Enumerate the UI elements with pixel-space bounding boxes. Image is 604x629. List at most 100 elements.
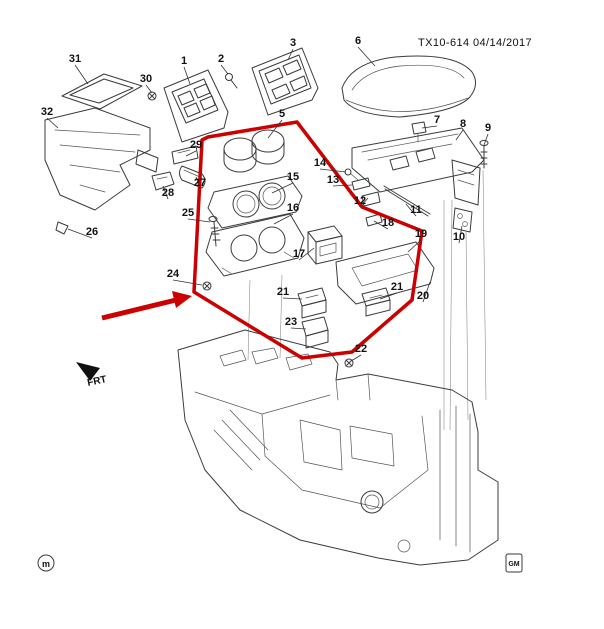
part-23-switch xyxy=(301,316,329,349)
callout-leader-7 xyxy=(421,125,438,129)
callout-leader-17 xyxy=(298,247,315,261)
gm-mark-letters: GM xyxy=(508,561,519,568)
callout-leader-5 xyxy=(267,119,283,139)
callout-leader-32 xyxy=(46,117,59,129)
callout-2: 2 xyxy=(218,53,224,65)
callout-leader-25 xyxy=(187,218,211,223)
callout-28: 28 xyxy=(162,187,174,199)
part-11-rod xyxy=(383,185,431,217)
gm-mark: GM xyxy=(505,553,523,573)
callout-25: 25 xyxy=(182,207,194,219)
part-31-tray-mat xyxy=(61,73,143,110)
highlight-outline xyxy=(192,120,424,360)
callout-leader-27 xyxy=(195,176,201,190)
callout-7: 7 xyxy=(434,114,440,126)
part-10-hinge-bracket xyxy=(452,207,473,233)
callout-leader-22 xyxy=(350,354,362,362)
callout-leader-29 xyxy=(185,150,197,157)
part-21-switch-right xyxy=(361,287,391,317)
callout-leader-31 xyxy=(74,64,89,85)
callout-leader-21 xyxy=(379,292,398,300)
callout-19: 19 xyxy=(415,228,427,240)
part-7-clip xyxy=(411,121,427,143)
callout-6: 6 xyxy=(355,35,361,47)
part-21-switch-left xyxy=(297,287,327,319)
part-30-screw xyxy=(147,91,157,101)
callout-5: 5 xyxy=(279,108,285,120)
callout-3: 3 xyxy=(290,37,296,49)
part-5-cupholder-liner xyxy=(223,129,285,173)
callout-10: 10 xyxy=(453,231,465,243)
callout-leader-8 xyxy=(455,129,464,141)
part-6-armrest-lid xyxy=(341,55,476,118)
callout-17: 17 xyxy=(293,248,305,260)
part-18-latch xyxy=(365,213,383,227)
callout-16: 16 xyxy=(287,202,299,214)
callout-18: 18 xyxy=(382,217,394,229)
callout-9: 9 xyxy=(485,122,491,134)
callout-leader-20 xyxy=(422,281,431,303)
callout-leader-28 xyxy=(162,185,169,200)
highlight-arrow xyxy=(101,291,192,321)
callout-leader-13 xyxy=(332,184,353,187)
manufacturer-mark-letter: m xyxy=(42,559,50,569)
callout-15: 15 xyxy=(287,171,299,183)
callout-21: 21 xyxy=(391,281,403,293)
part-24-bolt xyxy=(202,281,212,291)
part-27-outlet xyxy=(179,165,206,189)
callout-leader-3 xyxy=(287,48,294,61)
callout-leader-6 xyxy=(357,46,376,67)
callout-24: 24 xyxy=(167,268,180,280)
callout-12: 12 xyxy=(354,195,366,207)
callout-leader-14 xyxy=(319,168,347,173)
callout-14: 14 xyxy=(314,157,327,169)
callout-leader-23 xyxy=(290,327,307,330)
callout-leader-10 xyxy=(458,225,463,244)
part-1-switch-panel xyxy=(163,69,229,143)
callout-leader-21 xyxy=(282,297,303,300)
part-8-upper-frame xyxy=(351,127,485,206)
callout-leader-9 xyxy=(483,133,489,146)
callout-23: 23 xyxy=(285,316,297,328)
part-17-switch-block xyxy=(307,225,343,265)
doc-reference: TX10-614 04/14/2017 xyxy=(418,37,532,49)
part-26-clip xyxy=(55,221,69,235)
callout-27: 27 xyxy=(194,177,206,189)
callout-30: 30 xyxy=(140,73,152,85)
callout-leader-30 xyxy=(145,84,153,94)
part-2-bolt xyxy=(225,73,238,89)
console-body xyxy=(177,329,499,566)
callout-21: 21 xyxy=(277,286,289,298)
part-9-screw xyxy=(479,139,489,169)
callout-leader-18 xyxy=(373,220,389,230)
part-28-connector xyxy=(151,171,175,191)
callout-leader-24 xyxy=(172,279,203,286)
callout-11: 11 xyxy=(410,204,422,216)
callout-20: 20 xyxy=(417,290,429,302)
callout-8: 8 xyxy=(460,118,466,130)
part-3-switch-bezel xyxy=(251,47,319,116)
part-14-clip xyxy=(344,168,359,181)
callout-leader-1 xyxy=(183,66,191,85)
frt-indicator: FRT xyxy=(76,362,108,389)
callout-leader-11 xyxy=(405,203,417,217)
frt-label: FRT xyxy=(86,374,107,389)
callout-leader-15 xyxy=(271,182,294,194)
part-15-retainer-plate xyxy=(207,175,303,229)
frt-arrow-icon xyxy=(76,362,100,381)
part-13-bracket xyxy=(351,177,371,191)
callout-leader-16 xyxy=(273,213,294,225)
callout-leader-2 xyxy=(220,64,229,75)
callout-22: 22 xyxy=(355,343,367,355)
callout-leader-12 xyxy=(359,197,369,208)
callout-31: 31 xyxy=(69,53,81,65)
part-32-side-trim xyxy=(44,107,159,211)
callout-32: 32 xyxy=(41,106,53,118)
part-29-bracket xyxy=(171,145,199,165)
part-16-cupholder-housing xyxy=(205,213,305,277)
callout-26: 26 xyxy=(86,226,98,238)
manufacturer-mark: m xyxy=(37,554,55,572)
